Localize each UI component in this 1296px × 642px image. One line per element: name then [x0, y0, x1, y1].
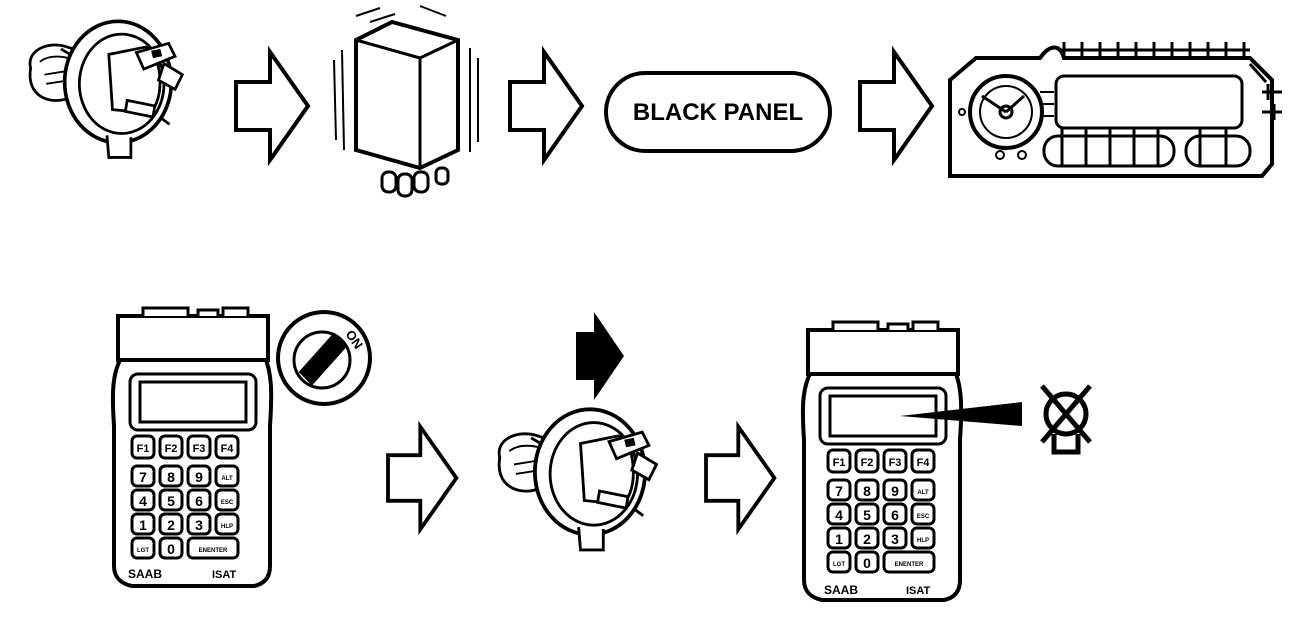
- key-lgt: LGT: [137, 548, 149, 554]
- tester-left-keypad: 7 8 9 ALT 4 5 6 ESC 1 2 3 HLP LGT 0: [130, 464, 240, 560]
- key-1: 1: [139, 517, 147, 533]
- flow-arrow-2: [508, 50, 584, 162]
- tester-left-brand: SAAB: [128, 567, 162, 581]
- key-2: 2: [863, 531, 871, 547]
- flow-arrow-3: [858, 50, 934, 162]
- key-3: 3: [891, 531, 899, 547]
- instrument-cluster-icon: [948, 42, 1282, 178]
- h4-bulb-icon: [28, 19, 185, 160]
- display-pointer: [900, 402, 1022, 426]
- tester-right-fkeys: F1 F2 F3 F4: [826, 448, 936, 474]
- flow-arrow-1: [234, 50, 310, 162]
- key-f1: F1: [137, 443, 150, 455]
- isat-tester-left: F1 F2 F3 F4 7 8 9 ALT 4 5 6 ESC: [110, 306, 274, 588]
- key-enter: ENENTER: [895, 562, 924, 568]
- key-f4: F4: [917, 457, 931, 469]
- crossed-lamp-icon: [1040, 384, 1092, 455]
- key-lgt: LGT: [833, 562, 845, 568]
- key-7: 7: [139, 469, 147, 485]
- key-enter: ENENTER: [199, 548, 228, 554]
- black-panel-label: BLACK PANEL: [633, 99, 803, 126]
- solid-arrow-icon: [576, 312, 624, 400]
- tester-left-fkeys: F1 F2 F3 F4: [130, 434, 240, 460]
- key-6: 6: [195, 493, 203, 509]
- key-7: 7: [835, 483, 843, 499]
- tester-right-keypad: 7 8 9 ALT 4 5 6 ESC 1 2 3 HLP LGT 0: [826, 478, 936, 574]
- tester-right-brand: SAAB: [824, 583, 858, 597]
- key-f3: F3: [889, 457, 902, 469]
- key-6: 6: [891, 507, 899, 523]
- key-f3: F3: [193, 443, 206, 455]
- key-5: 5: [167, 493, 175, 509]
- key-hlp: HLP: [917, 538, 929, 544]
- ignition-switch-icon: ON: [276, 310, 372, 406]
- key-1: 1: [835, 531, 843, 547]
- key-0: 0: [863, 555, 871, 571]
- key-3: 3: [195, 517, 203, 533]
- key-9: 9: [195, 469, 203, 485]
- flow-arrow-5: [704, 424, 777, 532]
- key-alt: ALT: [221, 476, 233, 482]
- key-f4: F4: [221, 443, 235, 455]
- key-f1: F1: [833, 457, 846, 469]
- key-8: 8: [863, 483, 871, 499]
- relay-icon: [333, 5, 479, 198]
- key-alt: ALT: [917, 490, 929, 496]
- key-f2: F2: [861, 457, 874, 469]
- key-f2: F2: [165, 443, 178, 455]
- key-4: 4: [139, 493, 147, 509]
- key-5: 5: [863, 507, 871, 523]
- key-esc: ESC: [917, 514, 930, 520]
- isat-tester-right: F1 F2 F3 F4 7 8 9 ALT 4 5 6 ESC: [800, 320, 964, 602]
- key-2: 2: [167, 517, 175, 533]
- key-0: 0: [167, 541, 175, 557]
- tester-left-model: ISAT: [212, 569, 237, 581]
- key-9: 9: [891, 483, 899, 499]
- black-panel-box: BLACK PANEL: [604, 71, 832, 153]
- key-4: 4: [835, 507, 843, 523]
- h4-bulb-icon-bottom: [497, 407, 659, 552]
- key-hlp: HLP: [221, 524, 233, 530]
- flow-arrow-4: [386, 424, 459, 532]
- key-esc: ESC: [221, 500, 234, 506]
- tester-right-model: ISAT: [906, 585, 931, 597]
- key-8: 8: [167, 469, 175, 485]
